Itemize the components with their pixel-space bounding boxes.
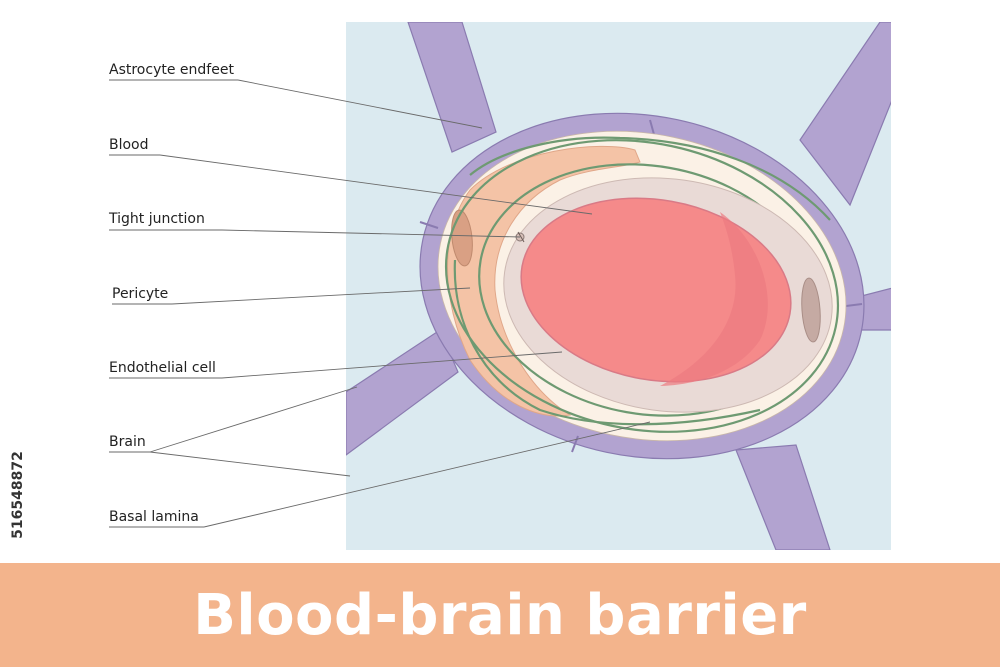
label-astrocyte-endfeet: Astrocyte endfeet (109, 62, 234, 78)
label-tight-junction: Tight junction (108, 211, 205, 227)
page-title: Blood-brain barrier (193, 582, 807, 648)
label-brain: Brain (109, 434, 146, 450)
endothelial-nucleus (801, 277, 821, 343)
blood-lumen-shade (660, 212, 768, 386)
leader-lines (109, 79, 651, 528)
blood-brain-barrier-diagram: Astrocyte endfeet Blood Tight junction P… (108, 22, 891, 550)
label-endothelial-cell: Endothelial cell (109, 360, 216, 376)
stock-id-watermark: 516548872 (6, 430, 30, 560)
pericyte-nucleus (451, 209, 473, 267)
title-banner: Blood-brain barrier (0, 563, 1000, 667)
label-pericyte: Pericyte (112, 286, 168, 302)
label-blood: Blood (109, 137, 149, 153)
label-basal-lamina: Basal lamina (109, 509, 199, 525)
stock-id-text: 516548872 (10, 451, 27, 539)
